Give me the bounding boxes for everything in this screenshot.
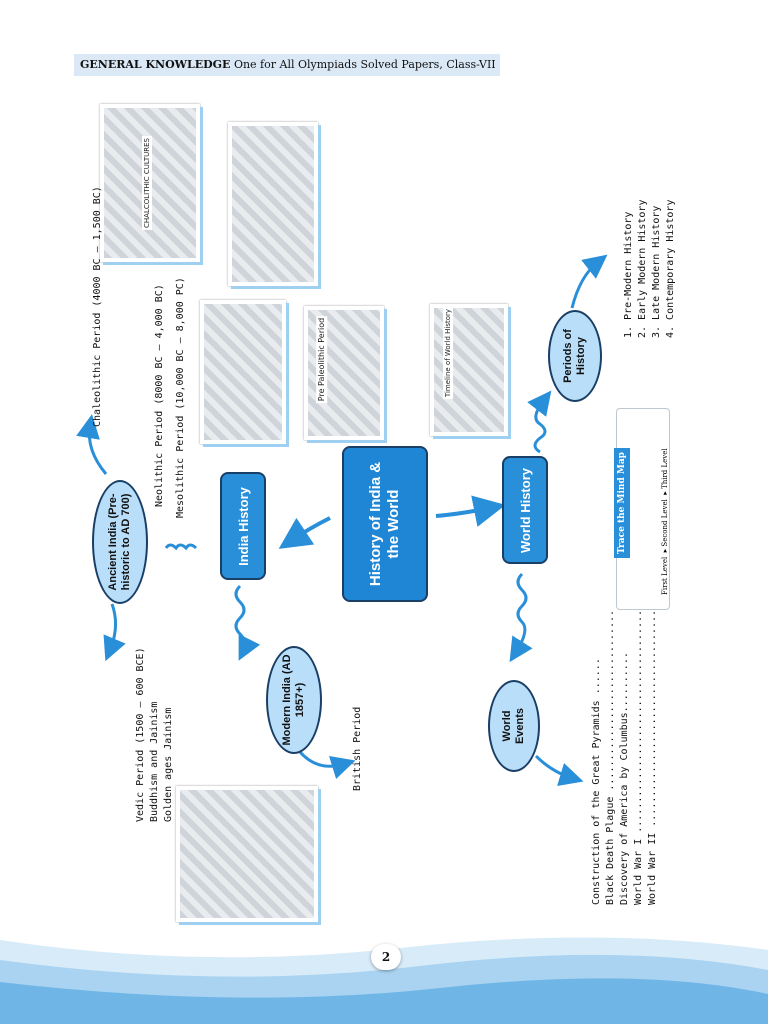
modern-india-bubble: Modern India (AD 1857+)	[266, 646, 322, 754]
header-bold: GENERAL KNOWLEDGE	[80, 58, 231, 71]
periods-item: 3. Late Modern History	[651, 205, 662, 338]
center-title: History of India & the World	[367, 461, 402, 587]
british-period-text: British Period	[352, 706, 363, 791]
page-number: 2	[371, 944, 401, 970]
arrow-india-to-modern	[234, 584, 261, 661]
india-history-box: India History	[220, 472, 266, 580]
photo-neolithic-tools	[200, 300, 286, 444]
legend-second: Second Level	[661, 499, 669, 547]
mind-map-legend: Trace the Mind Map First Level ▸ Second …	[614, 408, 670, 610]
world-history-box: World History	[502, 456, 548, 564]
center-history-box: History of India & the World	[342, 446, 428, 602]
page-header: GENERAL KNOWLEDGE One for All Olympiads …	[74, 54, 500, 76]
india-history-label: India History	[235, 486, 251, 566]
events-label: World Events	[501, 707, 526, 745]
events-item: World War II ...........................…	[647, 591, 658, 905]
photo-chalcolithic: CHALCOLITHIC CULTURES	[100, 104, 200, 262]
events-item: Black Death Plague .....................…	[605, 609, 616, 905]
arrow-world-to-periods	[527, 390, 552, 454]
vedic-item: Buddhism and Jainism	[149, 701, 160, 822]
periods-item: 1. Pre-Modern History	[623, 211, 634, 338]
arrow-periods-to-list	[570, 254, 608, 309]
events-item: World War I ............................…	[633, 591, 644, 905]
ancient-india-bubble: Ancient India (Pre-historic to AD 700)	[92, 480, 148, 604]
modern-india-label: Modern India (AD 1857+)	[281, 654, 306, 746]
arrow-events-to-list	[534, 754, 584, 787]
photo-paleolithic: Pre Paleolithic Period	[304, 306, 384, 440]
photo-timeline: Timeline of World History	[430, 304, 508, 436]
neolithic-text: Neolithic Period (8000 BC – 4,000 BC)	[154, 284, 165, 507]
photo-modern-india	[176, 786, 318, 922]
legend-first: First Level	[661, 556, 669, 595]
periods-list: 1. Pre-Modern History 2. Early Modern Hi…	[622, 198, 678, 338]
periods-item: 2. Early Modern History	[637, 199, 648, 338]
chalcolithic-text: Chaleolithic Period (4000 BC – 1,500 BC)	[92, 186, 103, 427]
arrow-center-to-world	[435, 495, 506, 527]
arrow-ancient-to-chalcolithic	[76, 414, 108, 475]
arrow-world-to-events	[509, 572, 533, 663]
periods-bubble: Periods of History	[548, 310, 602, 402]
arrow-center-to-india	[278, 516, 331, 549]
mesolithic-text: Mesolithic Period (10,000 BC – 8,000 PC)	[175, 277, 186, 518]
footer-waves	[0, 937, 768, 1024]
vedic-item: Golden ages Jainism	[163, 707, 174, 822]
legend-title: Trace the Mind Map	[614, 448, 630, 558]
vedic-list: Vedic Period (1500 – 600 BCE) Buddhism a…	[134, 647, 176, 822]
header-rest: One for All Olympiads Solved Papers, Cla…	[233, 58, 496, 71]
vedic-item: Vedic Period (1500 – 600 BCE)	[135, 647, 146, 822]
events-item: Discovery of America by Columbus........…	[619, 652, 630, 905]
arrow-ancient-to-vedic	[103, 603, 126, 662]
photo-cave-scene	[228, 122, 318, 286]
events-bubble: World Events	[488, 680, 540, 772]
squiggle-india-ancient	[164, 543, 198, 551]
legend-third: Third Level	[661, 448, 669, 489]
periods-label: Periods of History	[562, 329, 587, 383]
legend-levels: First Level ▸ Second Level ▸ Third Level	[661, 448, 669, 595]
events-item: Construction of the Great Pyramids .....…	[591, 658, 602, 905]
arrow-modern-to-british	[298, 750, 356, 779]
world-history-label: World History	[517, 467, 533, 553]
ancient-india-label: Ancient India (Pre-historic to AD 700)	[107, 493, 132, 591]
periods-item: 4. Contemporary History	[665, 199, 676, 338]
events-list: Construction of the Great Pyramids .....…	[590, 591, 660, 905]
